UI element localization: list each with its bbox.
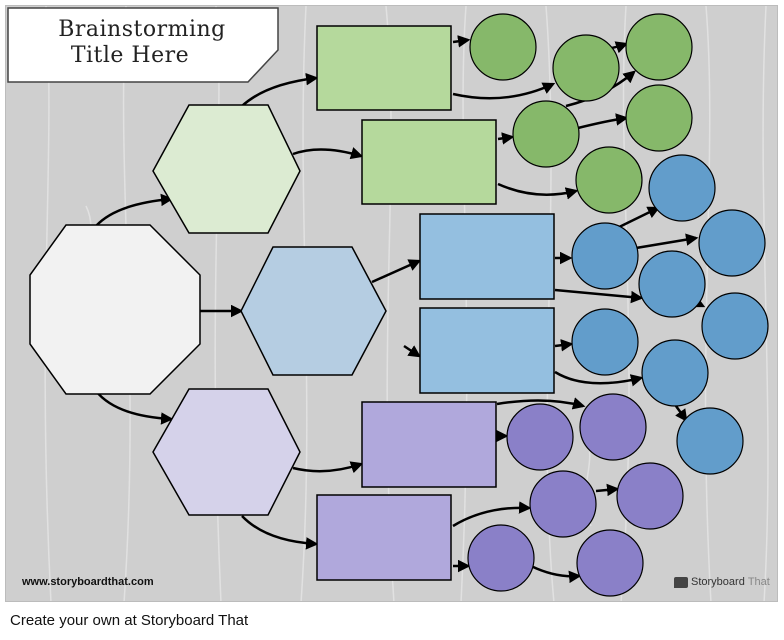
diagram-canvas: Brainstorming Title Here <box>5 5 778 602</box>
create-your-own-link[interactable]: Create your own at Storyboard That <box>10 612 249 629</box>
circle-green-1 <box>469 13 537 81</box>
rect-purple-2 <box>316 494 452 581</box>
circle-purple-6 <box>576 529 644 597</box>
circle-green-3 <box>625 13 693 81</box>
circle-blue-3 <box>698 209 766 277</box>
green-circles <box>469 13 693 214</box>
rect-green-2 <box>361 119 497 205</box>
circle-purple-3 <box>529 470 597 538</box>
hexagon-blue <box>240 246 387 376</box>
title-line-1: Brainstorming <box>58 17 226 42</box>
title-card: Brainstorming Title Here <box>7 7 279 83</box>
brand-main: Storyboard <box>691 576 745 588</box>
rect-purple-1 <box>361 401 497 488</box>
circle-purple-2 <box>579 393 647 461</box>
circle-purple-4 <box>616 462 684 530</box>
circle-purple-1 <box>506 403 574 471</box>
circle-blue-4 <box>638 250 706 318</box>
connectors <box>95 35 706 584</box>
circle-green-4 <box>512 100 580 168</box>
hexagon-purple <box>152 388 301 516</box>
circle-green-6 <box>575 146 643 214</box>
rect-blue-2 <box>419 307 555 394</box>
purple-circles <box>467 393 684 597</box>
blue-circles <box>571 154 769 475</box>
circle-purple-5 <box>467 524 535 592</box>
rect-blue-1 <box>419 213 555 300</box>
circle-blue-6 <box>571 308 639 376</box>
circle-blue-7 <box>641 339 709 407</box>
speech-bubble-icon <box>674 576 688 588</box>
rect-green-1 <box>316 25 452 111</box>
circle-green-2 <box>552 34 620 102</box>
brand-suffix: That <box>747 576 770 588</box>
center-octagon <box>29 224 201 395</box>
title-line-2: Title Here <box>71 43 189 68</box>
circle-blue-5 <box>701 292 769 360</box>
circle-blue-2 <box>571 222 639 290</box>
circle-blue-8 <box>676 407 744 475</box>
circle-green-5 <box>625 84 693 152</box>
hexagon-green <box>152 104 301 234</box>
footer-url[interactable]: www.storyboardthat.com <box>22 576 154 588</box>
circle-blue-1 <box>648 154 716 222</box>
